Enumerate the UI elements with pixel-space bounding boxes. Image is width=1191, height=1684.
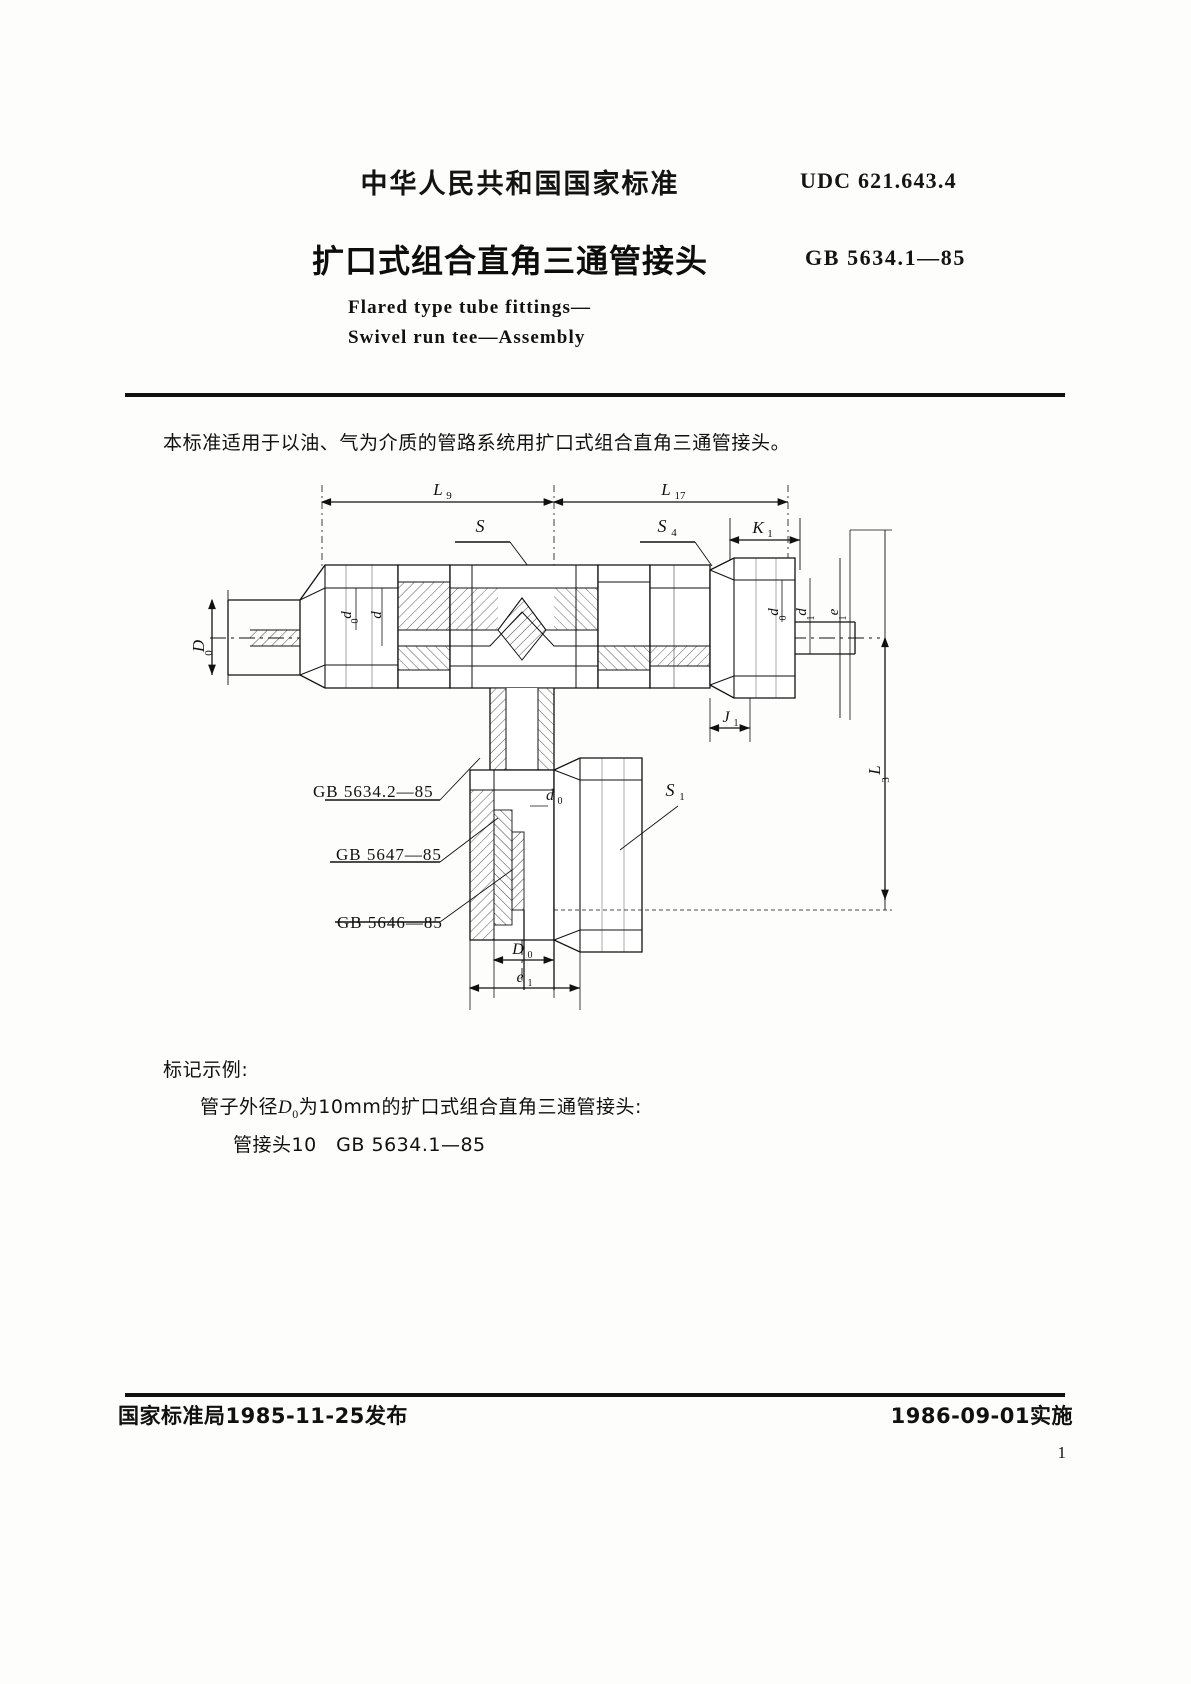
part-ref-leaders: [325, 757, 513, 923]
svg-text:1: 1: [528, 978, 533, 989]
marking-line1-var-sub: 0: [292, 1106, 299, 1121]
title-english-line1: Flared type tube fittings—: [348, 297, 592, 318]
part-ref-gb5647: GB 5647—85: [336, 845, 442, 864]
svg-text:L: L: [660, 480, 670, 499]
gb-standard-number: GB 5634.1—85: [805, 245, 966, 270]
marking-example-label: 标记示例:: [163, 1059, 249, 1081]
right-sleeve: [597, 564, 651, 689]
footer-divider-rule: [125, 1393, 1065, 1397]
svg-text:S: S: [658, 516, 667, 536]
udc-code: UDC 621.643.4: [800, 168, 957, 193]
svg-text:17: 17: [675, 490, 687, 502]
svg-text:d: d: [766, 608, 782, 616]
svg-text:D: D: [189, 639, 208, 653]
svg-text:0: 0: [558, 796, 563, 807]
page-number: 1: [1057, 1443, 1067, 1462]
svg-text:0: 0: [528, 950, 533, 961]
leader-s: S: [455, 516, 529, 567]
right-cap-nut: [709, 557, 796, 699]
svg-text:S: S: [666, 780, 675, 800]
page-title: 扩口式组合直角三通管接头: [311, 242, 708, 280]
svg-text:e: e: [826, 608, 842, 615]
marking-line1-pre: 管子外径: [200, 1096, 279, 1118]
dim-d0-branch: d 0: [530, 787, 563, 807]
svg-text:1: 1: [806, 616, 817, 621]
svg-text:1: 1: [838, 616, 849, 621]
svg-text:4: 4: [671, 527, 677, 539]
svg-text:e: e: [516, 969, 523, 986]
svg-text:1: 1: [767, 528, 773, 540]
svg-text:L: L: [865, 765, 884, 775]
title-english-line2: Swivel run tee—Assembly: [348, 327, 586, 348]
svg-text:0: 0: [350, 619, 361, 624]
marking-line1-var: D: [278, 1097, 293, 1118]
assembly-drawing: L 9 L 17 K 1 S S 4: [150, 470, 1050, 1040]
scope-paragraph: 本标准适用于以油、气为介质的管路系统用扩口式组合直角三通管接头。: [163, 432, 791, 454]
svg-text:d: d: [369, 611, 385, 619]
dim-d0-d-left: d 0 d: [339, 588, 385, 646]
branch-assembly: [469, 687, 643, 990]
svg-text:K: K: [751, 518, 765, 537]
svg-text:D: D: [511, 941, 524, 958]
right-nut: [649, 564, 711, 689]
svg-text:d: d: [546, 787, 555, 804]
dim-l3: L 3: [554, 529, 892, 911]
left-nut: [299, 564, 399, 689]
svg-text:9: 9: [446, 490, 452, 502]
footer-issue-date: 国家标准局1985-11-25发布: [118, 1404, 408, 1428]
marking-line1-post: 为10mm的扩口式组合直角三通管接头:: [298, 1096, 642, 1118]
svg-text:d: d: [339, 611, 355, 619]
svg-text:1: 1: [734, 718, 739, 729]
tee-center-body: [449, 564, 599, 689]
svg-text:0: 0: [778, 616, 789, 621]
header-divider-rule: [125, 393, 1065, 397]
dim-k1: K 1: [728, 518, 801, 570]
marking-example-line2: 管接头10 GB 5634.1—85: [233, 1134, 486, 1156]
right-tube-stub: [795, 621, 856, 655]
svg-text:J: J: [722, 709, 730, 726]
marking-example-line1: 管子外径D0为10mm的扩口式组合直角三通管接头:: [200, 1092, 642, 1122]
dim-j1: J 1: [708, 698, 751, 742]
dim-bottom: D 0 e 1: [468, 940, 581, 1010]
svg-text:S: S: [476, 516, 485, 536]
leader-s1: S 1: [619, 780, 685, 851]
dim-right-group: d 0 d 1 e 1: [766, 530, 851, 720]
footer-effective-date: 1986-09-01实施: [890, 1404, 1073, 1428]
svg-text:d: d: [794, 608, 810, 616]
left-sleeve-body: [397, 564, 451, 689]
svg-text:L: L: [432, 480, 442, 499]
svg-text:1: 1: [679, 791, 685, 803]
svg-text:3: 3: [880, 777, 892, 783]
part-ref-gb56342: GB 5634.2—85: [313, 782, 434, 801]
svg-text:0: 0: [203, 650, 215, 656]
leader-s4: S 4: [640, 516, 713, 567]
dim-d0-left: D 0: [189, 590, 229, 685]
part-ref-gb5646: GB 5646—85: [337, 913, 443, 932]
national-standard-heading: 中华人民共和国国家标准: [360, 169, 680, 200]
